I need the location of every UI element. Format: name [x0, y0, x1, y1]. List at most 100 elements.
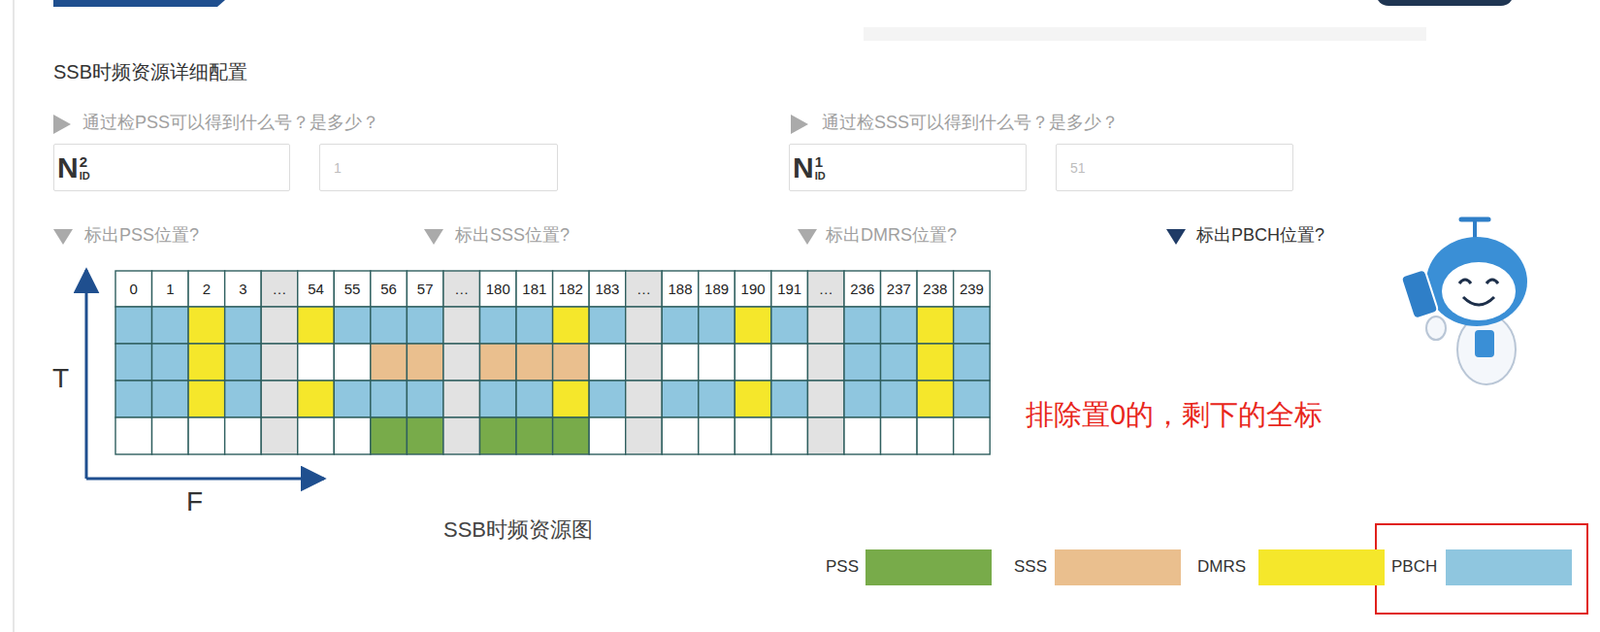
expand-triangle	[53, 228, 73, 245]
column-index: 57	[406, 270, 444, 307]
resource-cell	[661, 380, 699, 418]
resource-cell	[881, 380, 918, 418]
resource-cell	[443, 380, 481, 418]
resource-cell	[516, 270, 554, 307]
axis-label: T	[52, 361, 69, 395]
expand-triangle	[797, 228, 817, 245]
resource-cell	[516, 380, 554, 418]
collapse-triangle	[53, 114, 71, 134]
faint-bar	[863, 27, 1427, 41]
column-index: 188	[661, 270, 699, 307]
column-index: 181	[516, 270, 554, 307]
resource-cell	[297, 417, 335, 455]
column-index: 239	[953, 270, 991, 307]
resource-cell	[115, 270, 153, 307]
resource-cell	[188, 306, 226, 344]
highlight-box	[1375, 523, 1588, 614]
resource-cell	[516, 417, 554, 455]
resource-cell	[698, 380, 736, 418]
section-title: SSB时频资源详细配置	[53, 60, 248, 84]
resource-cell	[333, 380, 371, 418]
resource-cell	[553, 343, 590, 381]
resource-cell	[734, 380, 772, 418]
resource-cell	[188, 343, 226, 381]
resource-cell	[333, 306, 371, 344]
resource-cell	[807, 417, 845, 455]
resource-cell	[625, 306, 663, 344]
resource-cell	[661, 343, 699, 381]
resource-cell	[370, 270, 408, 307]
field-value: 1	[333, 160, 342, 176]
robot-phone	[1401, 268, 1439, 320]
resource-cell	[443, 306, 481, 344]
question-text: 通过检PSS可以得到什么号？是多少？	[82, 112, 380, 134]
resource-cell	[625, 343, 663, 381]
annotation-note: 排除置0的，剩下的全标	[1025, 397, 1323, 432]
resource-cell	[406, 306, 444, 344]
resource-cell	[152, 380, 190, 418]
resource-cell	[152, 343, 190, 381]
resource-cell	[698, 306, 736, 344]
resource-cell	[370, 306, 408, 344]
resource-cell	[807, 270, 845, 307]
resource-cell	[771, 306, 809, 344]
resource-cell	[370, 343, 408, 381]
resource-cell	[225, 270, 262, 307]
resource-cell	[115, 417, 153, 455]
resource-cell	[771, 380, 809, 418]
resource-cell	[734, 270, 772, 307]
resource-cell	[333, 417, 371, 455]
column-index: 191	[771, 270, 809, 307]
resource-cell	[953, 343, 991, 381]
symbol-letter: N	[57, 153, 79, 183]
resource-cell	[516, 343, 554, 381]
task-text: 标出DMRS位置?	[825, 225, 957, 247]
resource-cell	[625, 380, 663, 418]
resource-cell	[261, 343, 298, 381]
resource-cell	[188, 417, 226, 455]
resource-cell	[771, 270, 809, 307]
resource-cell	[771, 417, 809, 455]
resource-cell	[443, 417, 481, 455]
resource-cell	[406, 343, 444, 381]
resource-cell	[297, 270, 335, 307]
resource-cell	[152, 417, 190, 455]
resource-cell	[807, 343, 845, 381]
resource-cell	[516, 306, 554, 344]
resource-cell	[807, 306, 845, 344]
resource-cell	[188, 380, 226, 418]
column-index: 182	[553, 270, 590, 307]
resource-cell	[881, 270, 918, 307]
superscript: 2	[79, 154, 91, 169]
column-index: 238	[916, 270, 954, 307]
resource-cell	[588, 306, 626, 344]
robot-eye	[1459, 279, 1471, 284]
legend-text: PBCH	[1391, 556, 1437, 577]
column-index: 55	[333, 270, 371, 307]
legend-text: PSS	[825, 556, 859, 577]
resource-cell	[370, 380, 408, 418]
top-button	[1375, 0, 1514, 6]
task-text: 标出PSS位置?	[84, 225, 199, 247]
legend-swatch	[1445, 549, 1572, 586]
resource-cell	[333, 270, 371, 307]
resource-cell	[844, 417, 882, 455]
resource-cell	[297, 343, 335, 381]
resource-cell	[844, 306, 882, 344]
resource-cell	[553, 380, 590, 418]
resource-cell	[152, 306, 190, 344]
column-index: 180	[480, 270, 518, 307]
resource-cell	[953, 417, 991, 455]
column-index: 56	[370, 270, 408, 307]
resource-cell	[588, 343, 626, 381]
resource-cell	[225, 343, 262, 381]
resource-cell	[588, 417, 626, 455]
resource-cell	[480, 343, 518, 381]
resource-cell	[916, 380, 954, 418]
column-index: 54	[297, 270, 335, 307]
superscript: 1	[815, 154, 826, 169]
robot-mascot	[1401, 219, 1528, 385]
column-index: 237	[881, 270, 918, 307]
resource-cell	[953, 270, 991, 307]
